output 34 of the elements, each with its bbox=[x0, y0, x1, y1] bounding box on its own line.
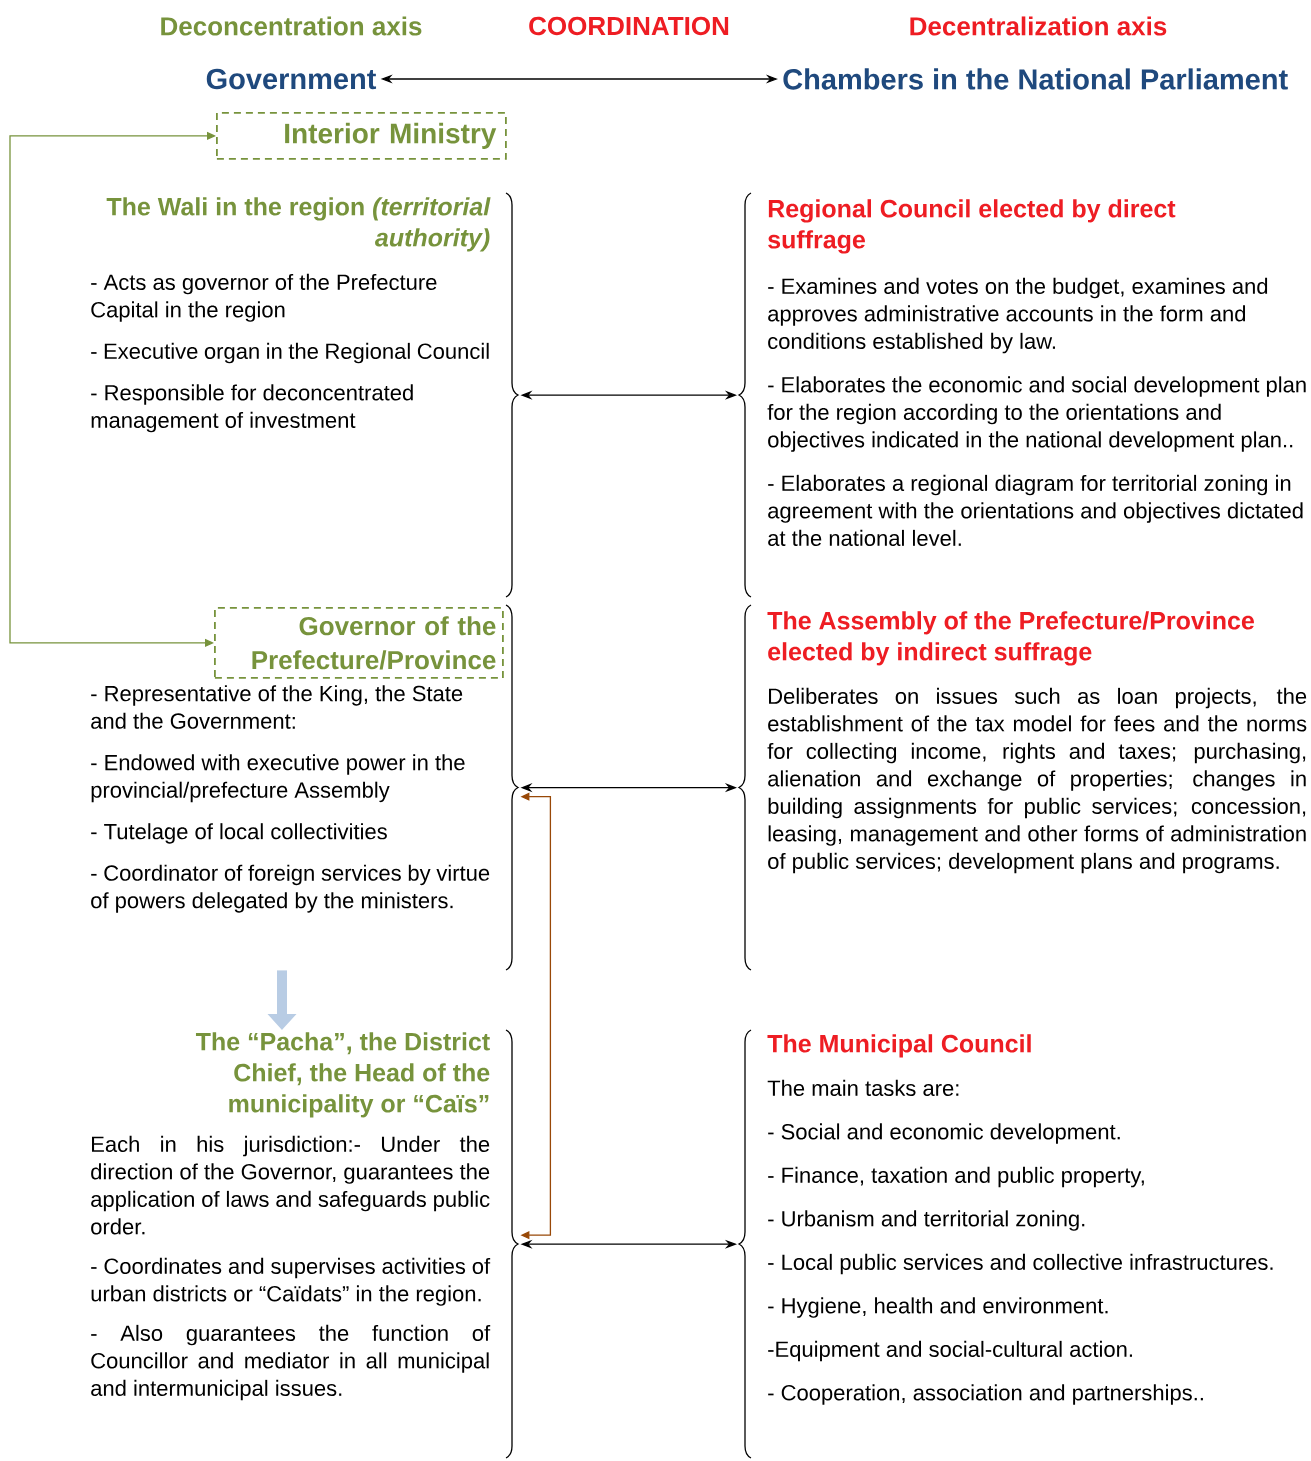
bullet-item: - Examines and votes on the budget, examines and approves administrative accounts in the form and conditions established by law. bbox=[768, 277, 1268, 354]
paragraph: Deliberates on issues such as loan projects, the establishment of the tax model for fees and the norms for collecting income, rights and taxes; purchasing, alienation and exchange of properties; changes in building assignments for public services; concession, leasing, management and other forms of administration of public services; development plans and programs. bbox=[767, 687, 1307, 874]
section-heading: The Municipal Council bbox=[767, 1034, 1031, 1058]
section-heading: The “Pacha”, the District Chief, the Head of the municipality or “Caïs” bbox=[195, 1032, 490, 1118]
axis-label: COORDINATION bbox=[529, 16, 729, 36]
paragraph: - Cooperation, association and partnerships.. bbox=[768, 1384, 1203, 1405]
section-heading: The Wali in the region (territorial authority) bbox=[106, 197, 491, 252]
paragraph: - Hygiene, health and environment. bbox=[768, 1297, 1108, 1318]
paragraph: Each in his jurisdiction:- Under the direction of the Governor, guarantees the application of laws and safeguards public order. bbox=[91, 1135, 490, 1235]
section-heading: The Assembly of the Prefecture/Province elected by indirect suffrage bbox=[767, 611, 1254, 666]
axis-label: Deconcentration axis bbox=[161, 16, 422, 36]
paragraph: -Equipment and social-cultural action. bbox=[768, 1340, 1132, 1362]
dashed-box: Interior Ministry bbox=[216, 112, 507, 160]
bullet-item: - Executive organ in the Regional Council bbox=[91, 342, 489, 364]
bullet-item: - Elaborates a regional diagram for territorial zoning in agreement with the orientations and objectives dictated at the national level. bbox=[768, 474, 1303, 546]
bullet-item: - Elaborates the economic and social development plan for the region according to the orientations and objectives indicated in the national development plan.. bbox=[767, 376, 1306, 452]
bullet-item: - Responsible for deconcentrated management of investment bbox=[91, 384, 413, 433]
bullet-item: - Social and economic development. bbox=[768, 1123, 1120, 1144]
paragraph: - Coordinates and supervises activities of urban districts or “Caïdats” in the region. bbox=[91, 1257, 491, 1306]
dashed-box: Governor of the Prefecture/Province bbox=[214, 607, 504, 679]
bullet-item: - Tutelage of local collectivities bbox=[91, 823, 387, 844]
axis-label: Decentralization axis bbox=[910, 16, 1167, 36]
bullet-item: - Acts as governor of the Prefecture Capital in the region bbox=[91, 273, 437, 322]
bullet-item: - Urbanism and territorial zoning. bbox=[768, 1210, 1085, 1231]
bullet-item: - Endowed with executive power in the provincial/prefecture Assembly bbox=[91, 754, 465, 803]
bullet-item: The main tasks are: bbox=[767, 1079, 959, 1097]
bullet-item: - Representative of the King, the State and the Government: bbox=[91, 685, 463, 729]
paragraph: - Local public services and collective infrastructures. bbox=[768, 1253, 1273, 1275]
bullet-item: - Coordinator of foreign services by virtue of powers delegated by the ministers. bbox=[91, 864, 490, 913]
paragraph: - Also guarantees the function of Councillor and mediator in all municipal and intermunicipal issues. bbox=[91, 1324, 491, 1401]
heading: Chambers in the National Parliament bbox=[783, 68, 1288, 90]
heading: Government bbox=[206, 68, 377, 90]
section-heading: Regional Council elected by direct suffrage bbox=[768, 199, 1176, 254]
bullet-item: - Finance, taxation and public property, bbox=[768, 1166, 1144, 1188]
